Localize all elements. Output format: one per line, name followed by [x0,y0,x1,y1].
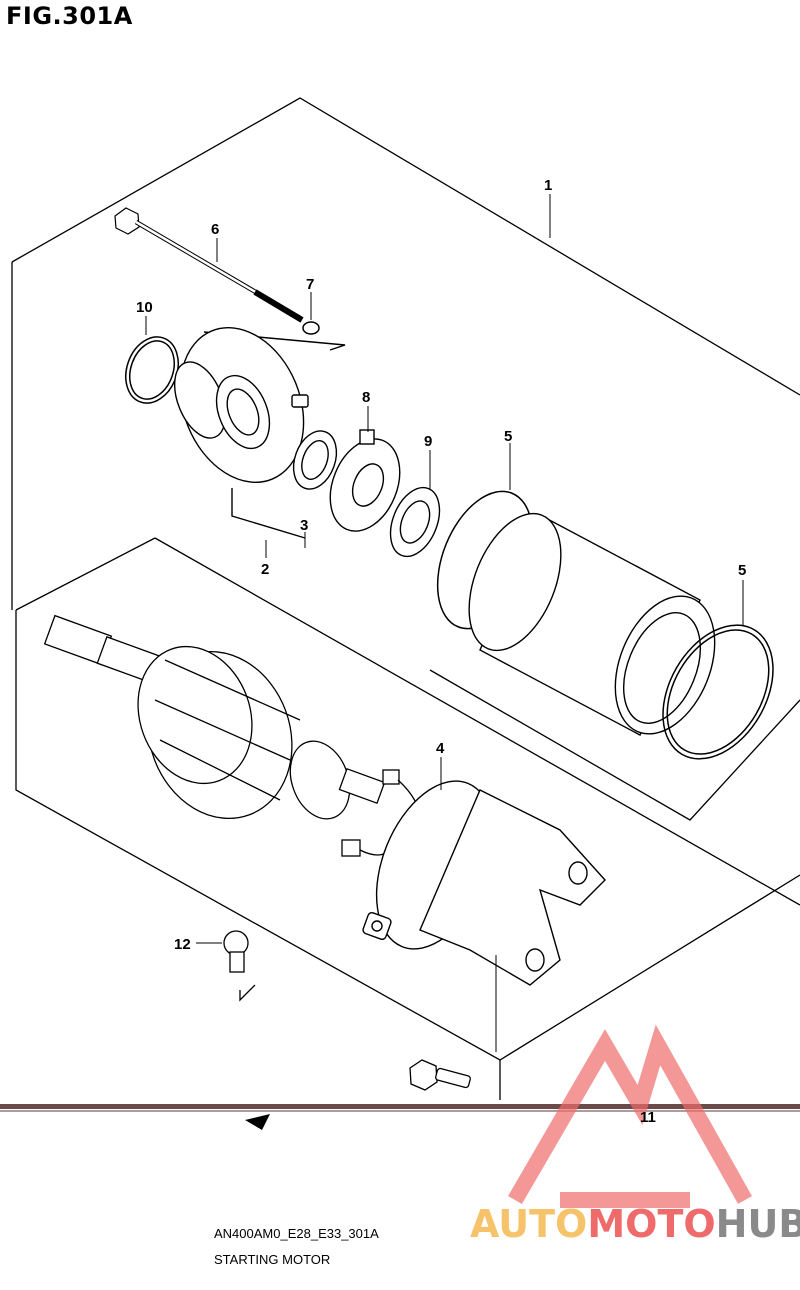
figure-name: STARTING MOTOR [214,1252,331,1267]
watermark-part-auto: AUTO [470,1202,588,1246]
rear-housing [362,780,606,986]
callout-10: 10 [136,299,153,316]
callout-8: 8 [362,389,370,406]
armature [43,614,386,820]
callout-12: 12 [174,936,191,953]
callout-5-right: 5 [738,562,746,579]
callout-3: 3 [300,517,308,534]
watermark-logo [508,1024,752,1208]
callout-6: 6 [211,221,219,238]
lock-plate-8 [329,429,401,532]
figure-code: AN400AM0_E28_E33_301A [214,1226,379,1241]
callout-4: 4 [436,740,445,757]
washer-9 [389,486,441,558]
figure-title: FIG.301A [6,2,133,30]
front-bracket [173,327,346,539]
callout-11: 11 [640,1109,656,1126]
bolt-11 [409,1059,471,1091]
watermark-part-moto: MOTO [587,1202,716,1246]
callout-7: 7 [306,276,314,293]
watermark-part-hub: HUB [715,1202,800,1246]
callout-2: 2 [261,561,269,578]
callout-5-left: 5 [504,428,512,445]
assembly-outline [11,97,800,1100]
washer-7 [302,321,320,335]
oil-seal-3 [292,430,338,490]
o-ring-5-right [662,624,774,760]
watermark-text: AUTOMOTOHUB [470,1202,800,1246]
callout-9: 9 [424,433,432,450]
callout-1: 1 [544,177,552,194]
leader-lines [145,194,744,1052]
scan-line [0,1104,800,1130]
yoke-housing [468,512,716,736]
screw-12 [223,930,256,1002]
through-bolt [114,207,304,323]
